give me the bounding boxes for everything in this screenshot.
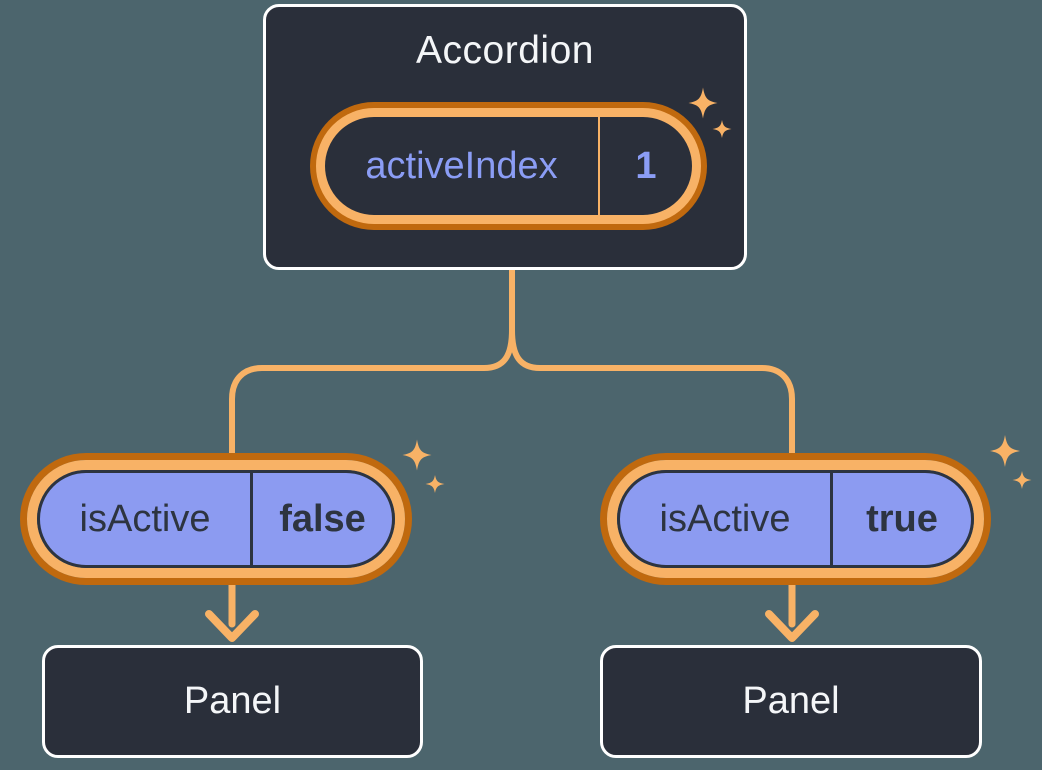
prop-pill-divider: [250, 473, 253, 565]
state-pill: activeIndex 1: [316, 108, 701, 224]
state-value: 1: [635, 144, 657, 187]
accordion-title: Accordion: [416, 29, 594, 72]
sparkle-group-left: [402, 439, 445, 493]
sparkle-icon: [425, 475, 445, 493]
sparkle-icon: [1012, 471, 1032, 489]
prop-pill-left: isActive false: [27, 460, 405, 578]
sparkle-icon: [990, 435, 1020, 467]
tree-connector-right: [509, 263, 795, 459]
arrowhead-icon-left: [205, 610, 259, 642]
arrowhead-icon-right: [765, 610, 819, 642]
state-name: activeIndex: [365, 144, 558, 187]
prop-value: false: [279, 497, 366, 540]
state-pill-divider: [598, 117, 600, 215]
prop-pill-divider: [830, 473, 833, 565]
prop-value: true: [866, 497, 938, 540]
sparkle-group-right: [990, 435, 1032, 489]
tree-connector-left: [229, 263, 515, 459]
panel-box-right: Panel: [600, 645, 982, 758]
panel-label: Panel: [183, 680, 282, 722]
prop-pill-left-inner: isActive false: [37, 470, 395, 568]
prop-name: isActive: [659, 497, 791, 540]
prop-pill-right-inner: isActive true: [617, 470, 974, 568]
prop-name: isActive: [79, 497, 211, 540]
panel-box-left: Panel: [42, 645, 423, 758]
prop-pill-right: isActive true: [607, 460, 984, 578]
panel-label: Panel: [742, 680, 840, 722]
sparkle-icon: [402, 439, 432, 471]
